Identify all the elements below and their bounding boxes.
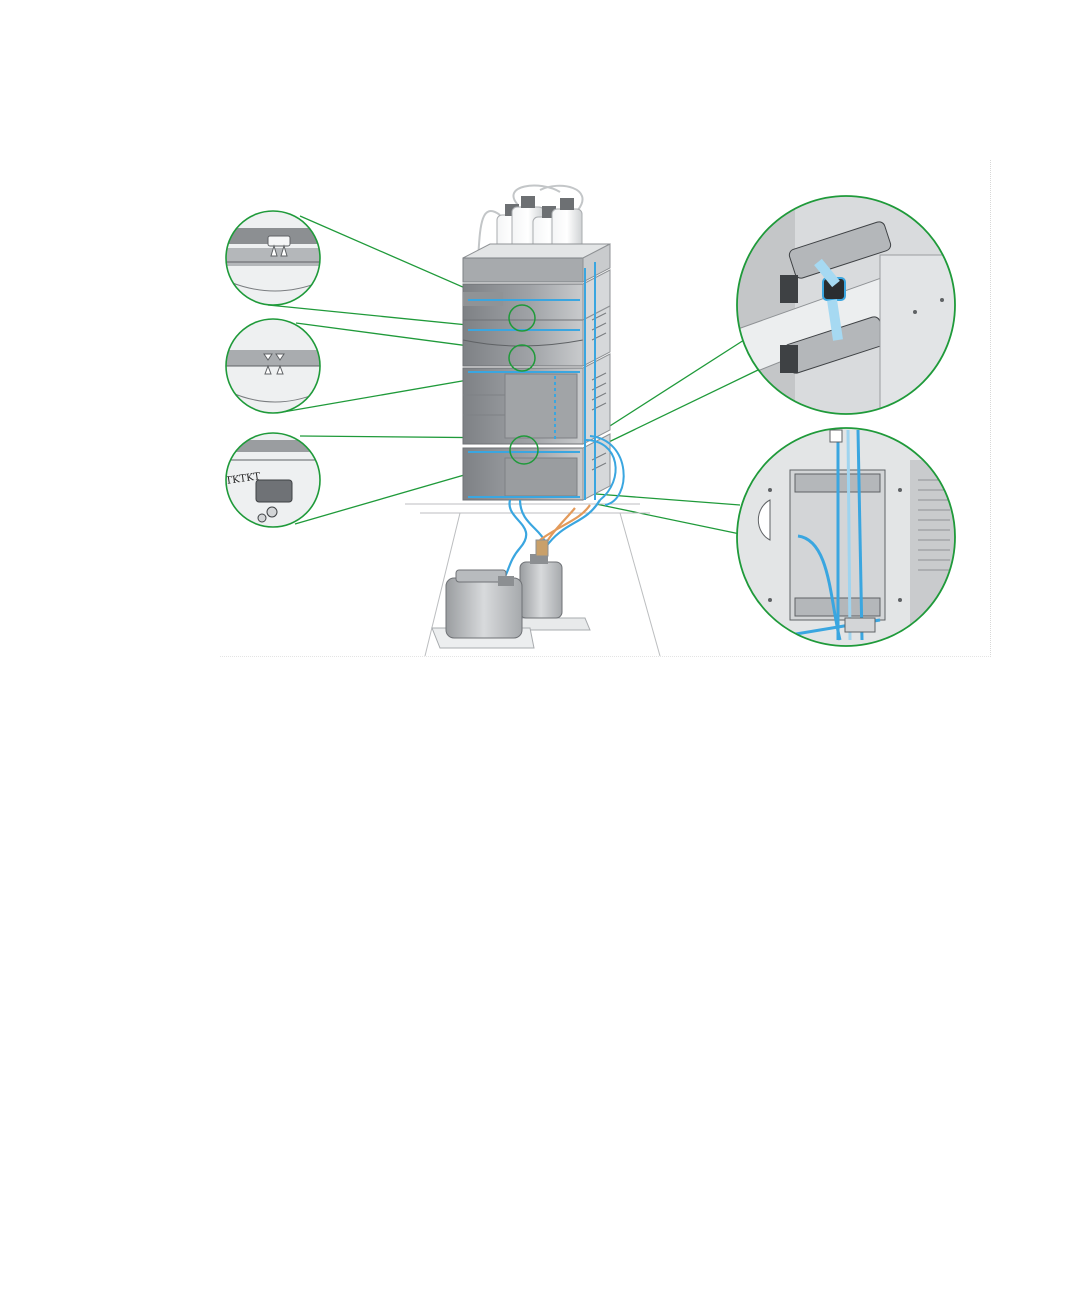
callout-left-2 <box>220 315 330 425</box>
callout-line <box>596 504 740 534</box>
module-stack <box>463 244 624 505</box>
waste-canisters <box>432 540 590 648</box>
callout-line <box>588 370 758 452</box>
callout-left-3: TKTKT <box>220 430 330 540</box>
solvent-tray <box>463 244 610 282</box>
callout-right-2 <box>735 427 960 649</box>
callout-right-1 <box>735 195 960 420</box>
column-compartment-module <box>463 354 610 444</box>
callout-line <box>588 340 744 440</box>
waste-canister <box>432 570 534 648</box>
